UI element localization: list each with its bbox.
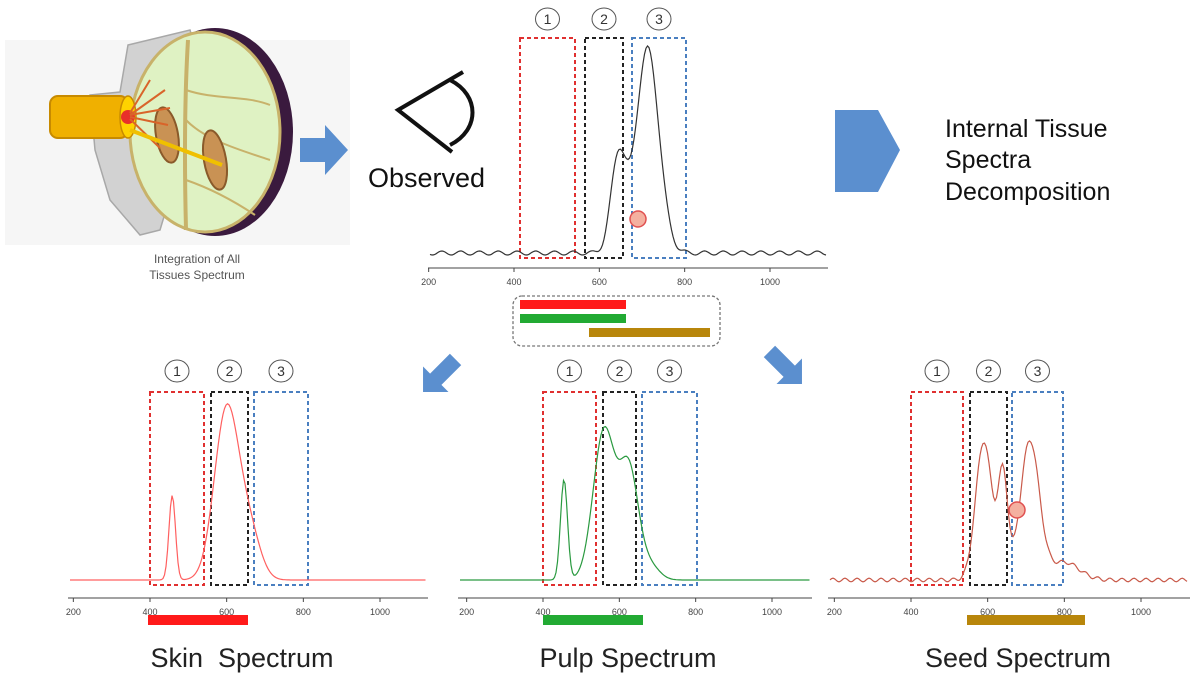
skin-tick-label-800: 800 xyxy=(296,607,311,617)
seed-tick-label-800: 800 xyxy=(1057,607,1072,617)
skin-region-3-marker xyxy=(268,359,294,383)
skin-region-2-marker xyxy=(217,359,242,383)
pulp-spectrum-curve xyxy=(460,425,810,581)
pulp-region-3-marker xyxy=(657,359,682,383)
pulp-tick-label-600: 600 xyxy=(612,607,627,617)
observed-tick-label-200: 200 xyxy=(421,277,436,287)
seed-region-3-box xyxy=(1011,391,1064,586)
pulp-region-1-marker xyxy=(557,359,582,383)
observed-region-3-marker xyxy=(646,7,672,31)
light-beam xyxy=(129,128,223,167)
observed-tick-label-1000: 1000 xyxy=(760,277,780,287)
seed-tick-label-1000: 1000 xyxy=(1131,607,1151,617)
fruit-caption-line1: Integration of All xyxy=(154,252,240,266)
skin-region-3-box xyxy=(253,391,309,586)
decomposition-arrow-icon xyxy=(835,110,900,192)
pulp-tick-label-800: 800 xyxy=(688,607,703,617)
observed-region-2-marker xyxy=(591,7,617,31)
eye-icon xyxy=(394,70,475,154)
skin-spectrum-title: Skin Spectrum xyxy=(150,643,333,673)
skin-region-1-marker xyxy=(164,359,190,383)
pulp-tick-label-1000: 1000 xyxy=(762,607,782,617)
observed-seed-bar xyxy=(589,328,710,337)
fruit-vein xyxy=(185,179,256,216)
pulp-region-1-box xyxy=(542,391,597,586)
observed-region-2-label: 2 xyxy=(600,11,608,27)
pulp-region-2-marker xyxy=(607,359,632,383)
pulp-tick-label-400: 400 xyxy=(535,607,550,617)
skin-region-2-label: 2 xyxy=(226,363,234,379)
decomposition-label-line2: Spectra xyxy=(945,146,1031,174)
skin-tick-label-200: 200 xyxy=(66,607,81,617)
fruit-caption-line2: Tissues Spectrum xyxy=(149,268,245,282)
observed-pulp-bar xyxy=(520,314,626,323)
skin-region-3-label: 3 xyxy=(277,363,285,379)
observed-region-3-label: 3 xyxy=(655,11,663,27)
skin-region-2-box xyxy=(210,391,249,586)
observed-peak-marker xyxy=(629,210,647,228)
fruit-pulp xyxy=(128,30,282,234)
seed-region-1-box xyxy=(910,391,964,586)
seed-spectrum-title: Seed Spectrum xyxy=(925,643,1111,673)
seed-region-3-label: 3 xyxy=(1034,363,1042,379)
seed-region-1-label: 1 xyxy=(933,363,941,379)
observed-region-1-box xyxy=(519,37,576,259)
right-arrow-icon xyxy=(300,125,348,175)
pulp-region-3-label: 3 xyxy=(666,363,674,379)
pulp-pulp-bar xyxy=(543,615,643,625)
skin-spectrum-panel: 1 2 3 200 400 600 800 1000 xyxy=(66,359,428,625)
observed-spectrum-panel: 1 2 3 200 400 600 800 1000 xyxy=(421,7,828,337)
observed-spectrum-curve xyxy=(429,45,827,256)
skin-tick-label-400: 400 xyxy=(142,607,157,617)
fruit-central-vein xyxy=(182,39,190,231)
skin-region-1-box xyxy=(149,391,205,586)
observed-skin-bar xyxy=(520,300,626,309)
seed-region-3-marker xyxy=(1025,359,1050,383)
seed-tick-label-200: 200 xyxy=(827,607,842,617)
observed-tick-label-600: 600 xyxy=(592,277,607,287)
pulp-region-2-label: 2 xyxy=(616,363,624,379)
pulp-tick-label-200: 200 xyxy=(459,607,474,617)
decomposition-label-line1: Internal Tissue xyxy=(945,115,1108,143)
observed-region-2-box xyxy=(584,37,624,259)
observed-region-1-label: 1 xyxy=(544,11,552,27)
pulp-region-2-box xyxy=(602,391,637,586)
seed-tick-label-400: 400 xyxy=(903,607,918,617)
seed-tick-label-600: 600 xyxy=(980,607,995,617)
seed-seed-bar xyxy=(967,615,1085,625)
observed-label: Observed xyxy=(368,163,485,193)
seed-spectrum-panel: 1 2 3 200 400 600 800 1000 xyxy=(827,359,1190,625)
seed-peak-marker xyxy=(1008,501,1026,519)
observed-tick-label-400: 400 xyxy=(506,277,521,287)
light-rays xyxy=(129,79,171,149)
skin-skin-bar xyxy=(148,615,248,625)
pulp-spectrum-panel: 1 2 3 200 400 600 800 1000 xyxy=(458,359,812,625)
skin-region-1-label: 1 xyxy=(173,363,181,379)
fruit-illustration: Integration of All Tissues Spectrum xyxy=(5,28,350,282)
decomposition-label-line3: Decomposition xyxy=(945,178,1110,206)
fruit-seed xyxy=(201,129,229,191)
observed-region-1-marker xyxy=(535,7,560,31)
fruit-vein xyxy=(185,89,271,106)
seed-spectrum-curve xyxy=(829,440,1188,583)
skin-tick-label-600: 600 xyxy=(219,607,234,617)
down-left-arrow-icon xyxy=(423,353,462,392)
pulp-spectrum-title: Pulp Spectrum xyxy=(539,643,716,673)
light-probe xyxy=(49,95,129,139)
skin-spectrum-curve xyxy=(70,403,426,581)
skin-tick-label-1000: 1000 xyxy=(370,607,390,617)
seed-region-2-box xyxy=(969,391,1008,586)
seed-region-2-label: 2 xyxy=(985,363,993,379)
pulp-region-1-label: 1 xyxy=(566,363,574,379)
fruit-vein xyxy=(185,119,271,161)
fruit-seed xyxy=(154,106,180,164)
observed-tick-label-800: 800 xyxy=(677,277,692,287)
seed-region-2-marker xyxy=(976,359,1001,383)
down-right-arrow-icon xyxy=(763,345,802,384)
pulp-region-3-box xyxy=(641,391,698,586)
seed-region-1-marker xyxy=(924,359,950,383)
